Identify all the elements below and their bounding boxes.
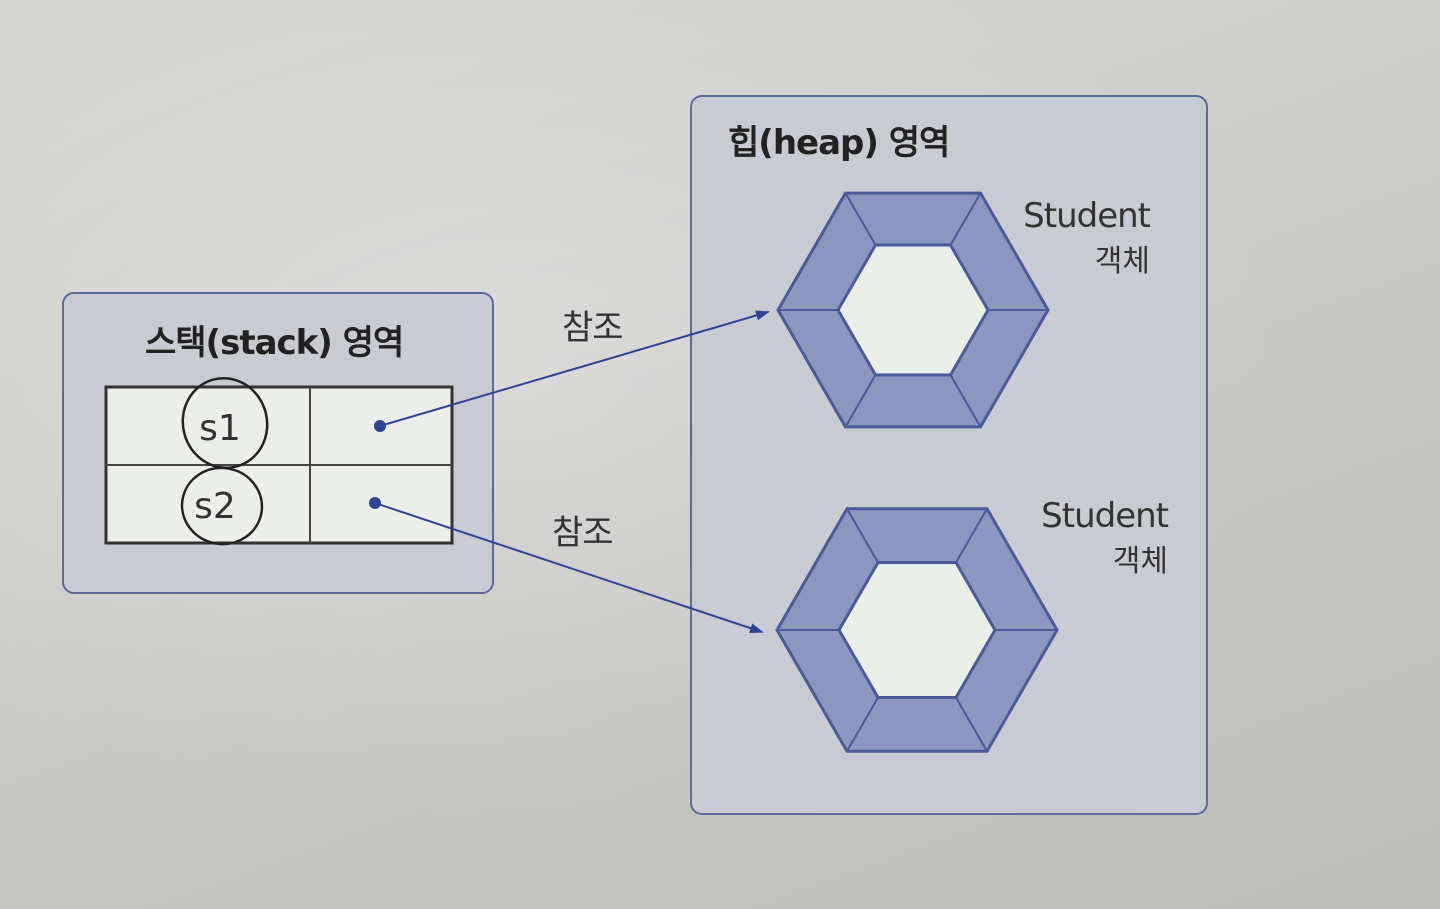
student-object-label-2-kind: 객체 [1112, 544, 1168, 579]
stack-var-s2: s2 [194, 486, 236, 527]
stack-table: s1 s2 [104, 376, 454, 546]
heap-area-title: 힙(heap) 영역 [728, 123, 950, 163]
hexagon-segment-2 [955, 508, 988, 563]
student-object-hexagon-2 [775, 507, 1059, 753]
student-object-hexagon-1 [776, 191, 1050, 429]
stack-area-title: 스택(stack) 영역 [145, 323, 404, 363]
student-object-label-1: Student 객체 [1023, 196, 1151, 280]
reference-arrow-1 [379, 310, 770, 427]
reference-arrow-2 [374, 502, 764, 633]
student-object-label-1-name: Student [1023, 196, 1151, 236]
hexagon-segment-2 [846, 508, 879, 563]
reference-label-2: 참조 [552, 513, 614, 553]
hexagon-segment-1 [949, 374, 982, 428]
hexagon-segment-1 [844, 374, 877, 428]
student-object-label-2: Student 객체 [1041, 496, 1169, 580]
hexagon-segment-2 [846, 697, 879, 752]
student-object-label-2-name: Student [1041, 496, 1169, 536]
hexagon-segment-1 [949, 192, 982, 246]
reference-label-1: 참조 [562, 308, 624, 348]
hexagon-segment-2 [955, 697, 988, 752]
student-object-label-1-kind: 객체 [1094, 244, 1150, 279]
handwritten-circle-s2 [180, 466, 264, 546]
handwritten-circle-s1 [181, 376, 269, 470]
stack-var-s1: s1 [199, 408, 241, 449]
hexagon-segment-1 [844, 192, 877, 246]
